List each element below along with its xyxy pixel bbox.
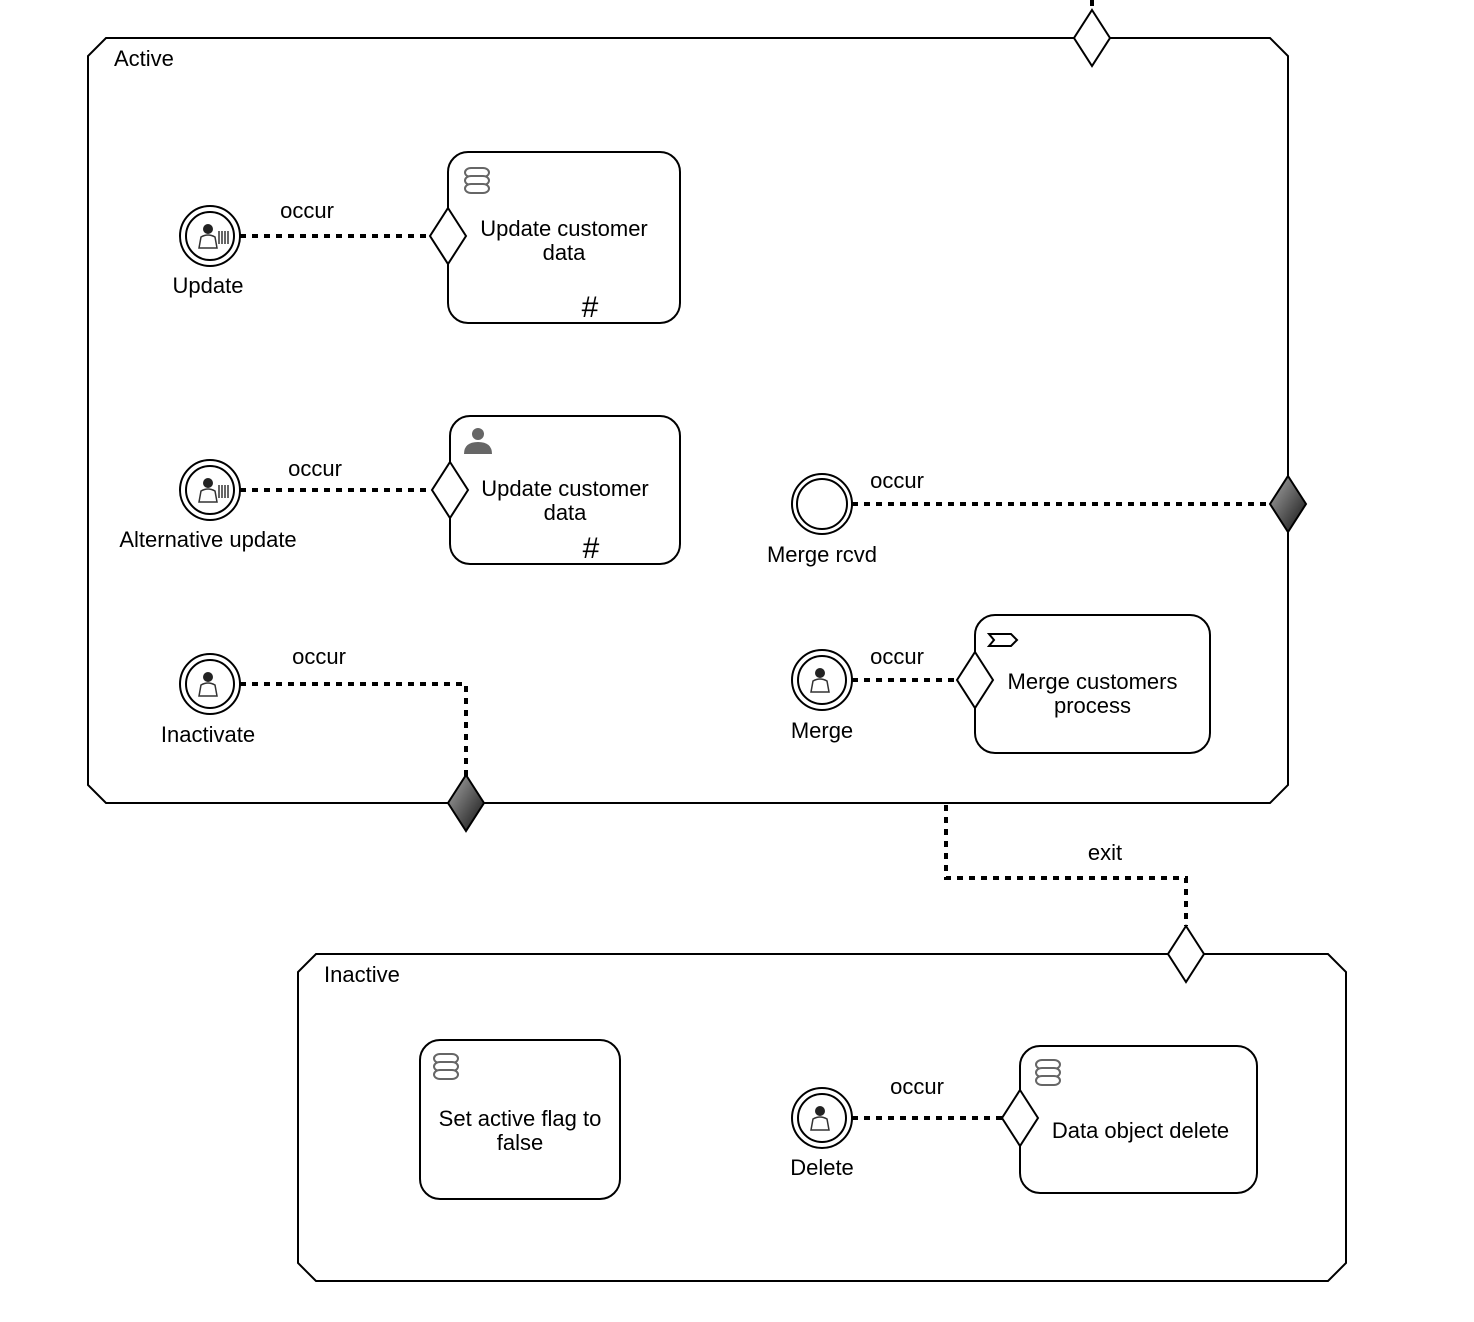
sentry-diamond xyxy=(955,650,995,710)
stage-border xyxy=(297,953,1347,1282)
task-name: process xyxy=(1054,693,1131,718)
user-timer-icon xyxy=(198,224,229,249)
task-name: false xyxy=(497,1130,543,1155)
body xyxy=(198,234,218,249)
event-listener-merge[interactable]: Merge xyxy=(791,649,853,743)
task-name: Merge customers xyxy=(1008,669,1178,694)
process-icon xyxy=(986,633,1019,647)
database-disk xyxy=(1035,1075,1061,1086)
repetition-marker: # xyxy=(583,532,600,565)
connector[interactable]: occur xyxy=(240,198,430,238)
stage-border xyxy=(87,37,1289,804)
listener-inner xyxy=(796,478,848,530)
connector[interactable]: occur xyxy=(852,1074,1002,1120)
task-name: data xyxy=(543,240,587,265)
connector[interactable]: occur xyxy=(852,644,957,682)
task-name: Data object delete xyxy=(1052,1118,1229,1143)
body xyxy=(198,488,218,503)
listener-label: Delete xyxy=(790,1155,854,1180)
connector-line xyxy=(240,682,468,776)
task-box xyxy=(419,1039,621,1200)
connector-label: occur xyxy=(280,198,334,223)
head xyxy=(472,428,484,440)
head xyxy=(203,478,213,488)
sentry-diamond xyxy=(1268,474,1308,534)
exit-sentry[interactable] xyxy=(446,773,486,833)
entry-sentry[interactable] xyxy=(1072,8,1112,68)
event-listener-mergercvd[interactable]: Merge rcvd xyxy=(767,473,877,567)
exit-sentry[interactable] xyxy=(1268,474,1308,534)
user-icon xyxy=(810,1106,830,1131)
stage-inactive[interactable]: Inactive xyxy=(297,953,1347,1282)
head xyxy=(203,224,213,234)
sentry-diamond xyxy=(1166,924,1206,984)
event-listener-update[interactable]: Update xyxy=(173,205,244,298)
event-listener-inactivate[interactable]: Inactivate xyxy=(161,653,255,747)
listener-label: Merge rcvd xyxy=(767,542,877,567)
database-icon xyxy=(433,1053,459,1080)
sentry-diamond xyxy=(430,460,470,520)
body xyxy=(810,1116,830,1131)
task-name: Set active flag to xyxy=(439,1106,602,1131)
connector[interactable]: occur xyxy=(852,468,1270,506)
entry-sentry[interactable] xyxy=(955,650,995,710)
listener-label: Alternative update xyxy=(119,527,296,552)
connector-label: occur xyxy=(288,456,342,481)
head xyxy=(815,1106,825,1116)
task-name: data xyxy=(544,500,588,525)
user-icon xyxy=(464,428,492,454)
database-disk xyxy=(464,183,490,194)
user-icon xyxy=(810,668,830,693)
body xyxy=(810,678,830,693)
database-icon xyxy=(1035,1059,1061,1086)
body xyxy=(464,442,492,454)
connector[interactable]: occur xyxy=(240,456,432,492)
head xyxy=(203,672,213,682)
entry-sentry[interactable] xyxy=(430,460,470,520)
connector-label: occur xyxy=(870,644,924,669)
sentry-diamond xyxy=(446,773,486,833)
sentry-diamond xyxy=(1072,8,1112,68)
stage-active[interactable]: Active xyxy=(87,37,1289,804)
connector[interactable]: exit xyxy=(944,805,1188,926)
stage-label: Inactive xyxy=(324,962,400,987)
connector-label: exit xyxy=(1088,840,1122,865)
repetition-marker: # xyxy=(582,291,599,324)
sentry-diamond xyxy=(1000,1088,1040,1148)
connector-label: occur xyxy=(870,468,924,493)
entry-sentry[interactable] xyxy=(428,206,468,266)
connector[interactable]: occur xyxy=(240,644,468,776)
connector-label: occur xyxy=(890,1074,944,1099)
task-name: Update customer xyxy=(481,476,649,501)
connector-line xyxy=(944,805,1188,926)
user-timer-icon xyxy=(198,478,229,503)
task-t5[interactable]: Data object delete xyxy=(1019,1045,1258,1194)
body xyxy=(198,682,218,697)
stage-label: Active xyxy=(114,46,174,71)
listener-label: Update xyxy=(173,273,244,298)
sentry-diamond xyxy=(428,206,468,266)
entry-sentry[interactable] xyxy=(1166,924,1206,984)
head xyxy=(815,668,825,678)
listener-label: Merge xyxy=(791,718,853,743)
connector-label: occur xyxy=(292,644,346,669)
task-name: Update customer xyxy=(480,216,648,241)
user-icon xyxy=(198,672,218,697)
event-listener-delete[interactable]: Delete xyxy=(790,1087,854,1180)
entry-sentry[interactable] xyxy=(1000,1088,1040,1148)
listener-label: Inactivate xyxy=(161,722,255,747)
database-disk xyxy=(433,1069,459,1080)
event-listener-alt[interactable]: Alternative update xyxy=(119,459,297,552)
database-icon xyxy=(464,167,490,194)
